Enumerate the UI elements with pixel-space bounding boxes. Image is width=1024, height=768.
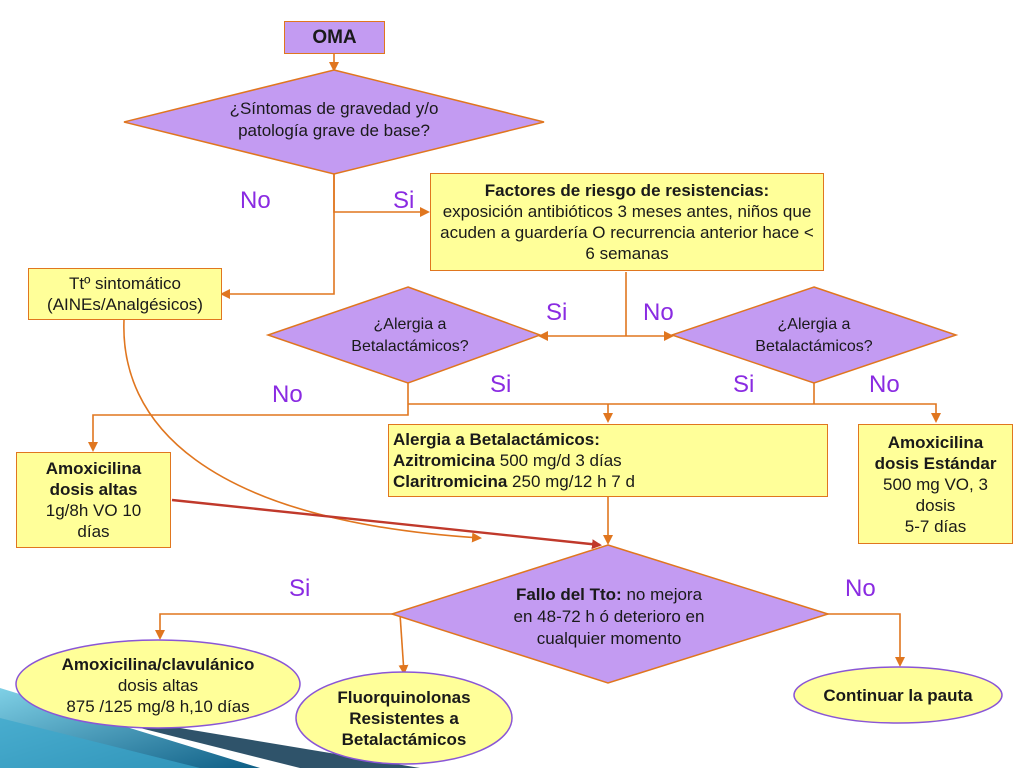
alergia-box-line1: Azitromicina 500 mg/d 3 días [393, 450, 622, 471]
alergia-box-title: Alergia a Betalactámicos: [393, 430, 600, 449]
label-si-fallo: Si [289, 575, 311, 602]
edge-amox-fallo [171, 498, 602, 550]
alergia-box-line2: Claritromicina 250 mg/12 h 7 d [393, 471, 635, 492]
edge-sintomatico-curve [123, 319, 482, 543]
amox-clav-body1: dosis altas [117, 675, 199, 695]
gravedad-text: ¿Síntomas de gravedad y/o patología grav… [229, 99, 439, 140]
fluor-text: Fluorquinolonas Resistentes a Betalactám… [316, 682, 492, 754]
oma-label: OMA [312, 26, 357, 48]
ellipse-continuar [793, 666, 1003, 724]
label-si-gravedad: Si [393, 187, 415, 214]
azitromicina-dose: 500 mg/d 3 días [495, 451, 622, 470]
sintomatico-line2: (AINEs/Analgésicos) [47, 295, 203, 314]
edge-fallo-si-fluor [398, 613, 409, 675]
continuar-label: Continuar la pauta [823, 685, 973, 705]
fallo-text: Fallo del Tto: no mejora en 48-72 h ó de… [506, 584, 712, 650]
box-amox-altas: Amoxicilina dosis altas 1g/8h VO 10 días [16, 452, 171, 548]
azitromicina-label: Azitromicina [393, 451, 496, 470]
diamond-alergia-left [265, 286, 543, 384]
sintomatico-line1: Ttº sintomático [68, 274, 182, 293]
amox-altas-title: Amoxicilina dosis altas [45, 459, 142, 499]
edge-alergia-right-no [408, 403, 941, 423]
amox-clav-title: Amoxicilina/clavulánico [61, 654, 255, 674]
amox-clav-text: Amoxicilina/clavulánico dosis altas 875 … [20, 655, 296, 716]
edge-alergia-left-no [88, 383, 409, 452]
edge-gravedad-no [220, 174, 335, 299]
box-amox-estandar: Amoxicilina dosis Estándar 500 mg VO, 3 … [858, 424, 1013, 544]
fallo-body: no mejora en 48-72 h ó deterioro en cual… [513, 585, 705, 648]
label-no-gravedad: No [240, 187, 271, 214]
start-node-oma: OMA [284, 21, 385, 54]
label-no-factores: No [643, 299, 674, 326]
box-factores: Factores de riesgo de resistencias: expo… [430, 173, 824, 271]
ellipse-amox-clav [15, 639, 301, 729]
amox-clav-body2: 875 /125 mg/8 h,10 días [66, 696, 250, 716]
label-no-alergia-left: No [272, 381, 303, 408]
factores-body: exposición antibióticos 3 meses antes, n… [440, 202, 814, 263]
alergia-left-text: ¿Alergia a Betalactámicos? [351, 316, 469, 355]
diamond-alergia-right [669, 286, 959, 384]
box-sintomatico: Ttº sintomático (AINEs/Analgésicos) [28, 268, 222, 320]
fallo-title: Fallo del Tto: [515, 585, 622, 604]
amox-altas-body: 1g/8h VO 10 días [45, 501, 142, 541]
diamond-fallo [389, 544, 831, 684]
claritromicina-dose: 250 mg/12 h 7 d [507, 472, 635, 491]
factores-title: Factores de riesgo de resistencias: [484, 181, 770, 200]
edge-fallo-si-clav [155, 613, 476, 640]
fluor-label: Fluorquinolonas Resistentes a Betalactám… [337, 687, 471, 749]
label-si-alergia-left: Si [490, 371, 512, 398]
amox-estandar-body2: 5-7 días [904, 516, 967, 536]
ellipse-fluor [295, 671, 513, 765]
label-no-fallo: No [845, 575, 876, 602]
diamond-gravedad [123, 69, 545, 175]
edge-gravedad-si [333, 174, 430, 217]
label-si-factores: Si [546, 299, 568, 326]
continuar-text: Continuar la pauta [800, 682, 996, 708]
claritromicina-label: Claritromicina [393, 472, 508, 491]
amox-estandar-title: Amoxicilina dosis Estándar [874, 432, 997, 473]
label-no-alergia-right: No [869, 371, 900, 398]
label-si-alergia-right: Si [733, 371, 755, 398]
box-alergia-betalactamicos: Alergia a Betalactámicos: Azitromicina 5… [388, 424, 828, 497]
alergia-right-text: ¿Alergia a Betalactámicos? [755, 316, 873, 355]
amox-estandar-body1: 500 mg VO, 3 dosis [883, 474, 988, 515]
